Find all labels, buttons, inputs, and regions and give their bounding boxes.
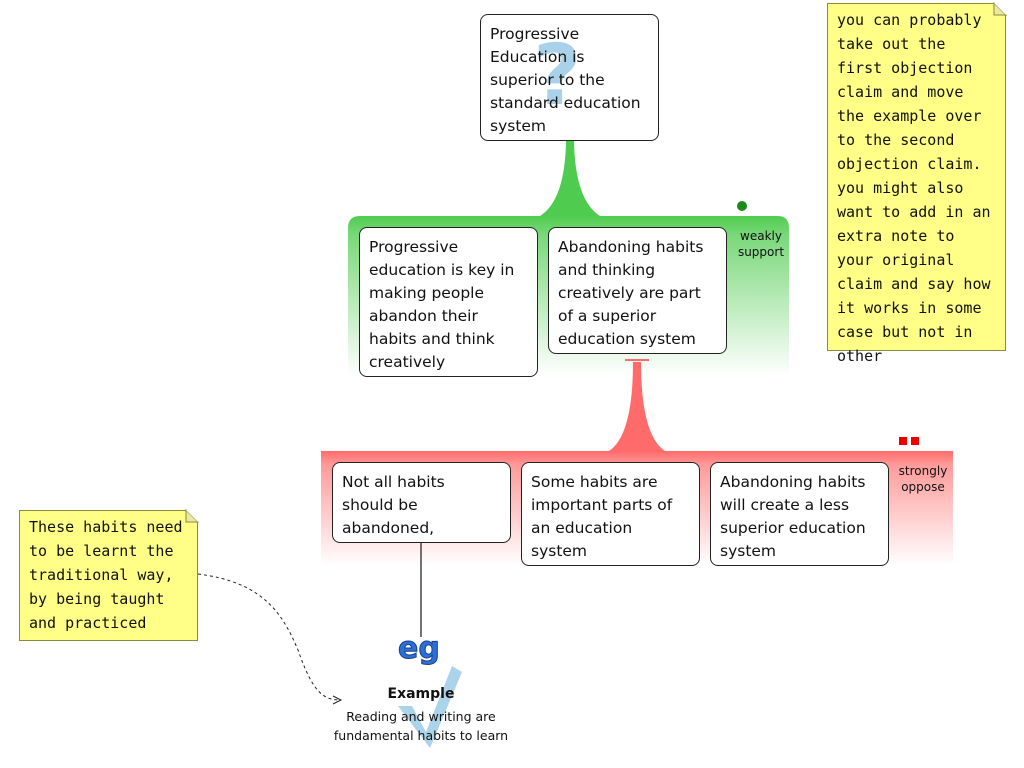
example-title: Example: [387, 686, 455, 702]
main-claim-text: Progressive Education is superior to the…: [490, 25, 641, 135]
oppose-strength-label: strongly oppose: [898, 464, 948, 494]
oppose-indicator-square-1: [899, 437, 907, 445]
oppose-indicator-square-2: [911, 437, 919, 445]
note-top-right-text: you can probably take out the first obje…: [837, 11, 991, 365]
objection-1-text: Not all habits should be abandoned,: [342, 473, 445, 537]
note-left[interactable]: These habits need to be learnt the tradi…: [19, 510, 198, 641]
support-reason-2-text: Abandoning habits and thinking creativel…: [558, 238, 704, 348]
support-connector: [540, 141, 600, 216]
objection-2-text: Some habits are important parts of an ed…: [531, 473, 673, 560]
objection-1[interactable]: Not all habits should be abandoned,: [332, 462, 511, 543]
objection-2[interactable]: Some habits are important parts of an ed…: [521, 462, 700, 566]
main-claim-box[interactable]: ? Progressive Education is superior to t…: [480, 14, 659, 141]
support-reason-1[interactable]: Progressive education is key in making p…: [359, 227, 538, 377]
support-indicator-dot: [737, 201, 747, 211]
eg-icon: eg: [398, 631, 441, 666]
example-text: Reading and writing are fundamental habi…: [333, 709, 509, 743]
note-link-arrow: [197, 573, 341, 701]
objection-3[interactable]: Abandoning habits will create a less sup…: [710, 462, 889, 566]
note-left-text: These habits need to be learnt the tradi…: [29, 518, 183, 632]
example-node[interactable]: Example Reading and writing are fundamen…: [330, 684, 512, 745]
objection-3-text: Abandoning habits will create a less sup…: [720, 473, 866, 560]
support-reason-1-text: Progressive education is key in making p…: [369, 238, 515, 371]
question-mark-icon: ?: [533, 26, 582, 124]
oppose-connector: [609, 362, 665, 451]
support-strength-label: weakly support: [737, 229, 785, 259]
note-top-right[interactable]: you can probably take out the first obje…: [827, 3, 1006, 365]
support-reason-2[interactable]: Abandoning habits and thinking creativel…: [548, 227, 727, 354]
checkmark-icon: [398, 666, 462, 748]
